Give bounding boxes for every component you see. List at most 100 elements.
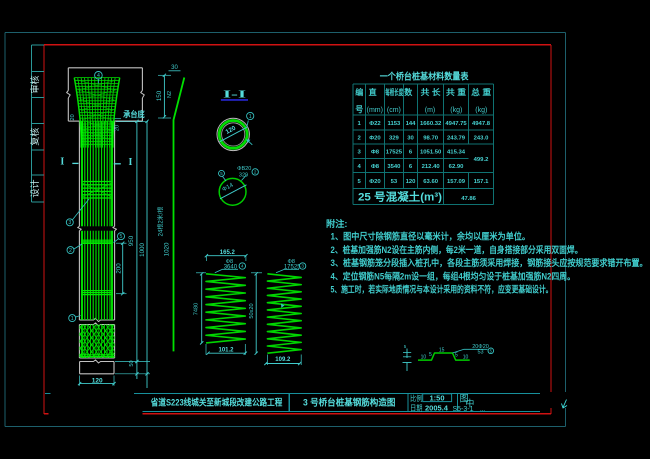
svg-text:6: 6 [409,164,413,170]
svg-text:5: 5 [120,234,123,240]
svg-text:Φ14: Φ14 [222,182,236,193]
svg-text:101.2: 101.2 [218,347,234,353]
svg-text:10: 10 [463,355,469,361]
svg-text:415.34: 415.34 [447,150,466,156]
svg-text:243.79: 243.79 [447,135,466,141]
svg-text:(cm): (cm) [387,107,401,114]
svg-text:1153: 1153 [388,121,402,127]
svg-text:329: 329 [239,173,248,179]
svg-text:7480: 7480 [194,303,200,315]
svg-text:30: 30 [171,65,178,71]
svg-text:2、桩基加强筋N2设在主筋内侧，每2米一道，自身搭接部分采用: 2、桩基加强筋N2设在主筋内侧，每2米一道，自身搭接部分采用双面焊。 [331,244,583,255]
svg-text:3540: 3540 [387,164,401,170]
svg-text:(kg): (kg) [450,107,462,114]
svg-text:S5-3-1: S5-3-1 [453,406,474,413]
svg-text:1000: 1000 [139,243,146,257]
svg-text:数: 数 [404,87,413,97]
svg-text:3: 3 [301,264,304,269]
svg-text:2: 2 [358,135,362,141]
svg-text:中: 中 [465,398,474,409]
svg-text:5: 5 [490,348,493,353]
svg-text:6: 6 [409,150,413,156]
svg-text:复核: 复核 [29,128,40,146]
svg-text:一个桥台桩基材料数量表: 一个桥台桩基材料数量表 [380,70,470,81]
svg-text:2: 2 [254,170,257,175]
svg-text:329: 329 [389,135,400,141]
svg-text:120: 120 [406,179,417,185]
svg-text:20: 20 [115,125,121,131]
svg-text:499.2: 499.2 [474,157,489,163]
svg-text:ΦB20: ΦB20 [237,166,251,172]
svg-text:2: 2 [69,248,72,254]
svg-text:5: 5 [455,353,458,359]
svg-text:212.40: 212.40 [422,164,441,170]
svg-text:157.1: 157.1 [474,179,489,185]
svg-text:...: ... [480,407,485,413]
svg-text:3 号桥台桩基钢筋构造图: 3 号桥台桩基钢筋构造图 [303,397,395,408]
svg-text:直: 直 [369,87,377,97]
svg-text:165.2: 165.2 [220,250,236,256]
svg-text:Φ20: Φ20 [369,179,381,185]
svg-text:Φ8: Φ8 [371,150,380,156]
svg-text:17525: 17525 [386,150,403,156]
svg-text:4: 4 [241,264,244,269]
svg-text:4: 4 [97,73,100,79]
svg-text:50x20: 50x20 [249,303,255,318]
svg-text:63.60: 63.60 [423,179,438,185]
svg-text:I: I [128,157,132,168]
svg-text:2005.4: 2005.4 [425,403,449,412]
svg-text:3: 3 [358,150,362,156]
svg-text:120: 120 [92,377,103,384]
svg-text:5: 5 [429,352,432,358]
svg-text:1660.32: 1660.32 [420,121,442,127]
svg-text:24根2米/根: 24根2米/根 [157,207,165,237]
svg-text:10: 10 [421,354,427,360]
svg-text:I-I: I-I [223,89,246,100]
svg-text:1: 1 [249,114,252,120]
svg-text:4: 4 [358,164,362,170]
svg-text:20: 20 [70,114,76,120]
svg-text:4947.8: 4947.8 [472,121,491,127]
svg-text:承台底: 承台底 [123,109,145,119]
svg-text:1:50: 1:50 [429,394,444,403]
svg-text:1: 1 [71,316,74,322]
svg-text:5: 5 [358,179,362,185]
svg-text:日期: 日期 [410,404,423,413]
svg-text:3、桩基钢筋笼分段插入桩孔中，各段主筋须采用焊接，钢筋接头应: 3、桩基钢筋笼分段插入桩孔中，各段主筋须采用焊接，钢筋接头应按规范要求错开布置。 [331,257,648,268]
svg-text:(kg): (kg) [475,107,487,114]
svg-text:17525: 17525 [284,265,301,271]
svg-text:(m): (m) [425,107,436,114]
svg-text:图: 图 [460,394,469,404]
svg-text:审核: 审核 [29,75,40,93]
svg-text:1051.50: 1051.50 [420,150,442,156]
svg-text:109.2: 109.2 [275,357,291,363]
svg-text:总 重: 总 重 [471,87,491,97]
svg-text:1: 1 [358,121,362,127]
svg-text:5: 5 [220,171,223,176]
svg-text:号: 号 [355,105,363,114]
svg-text:950: 950 [128,235,135,246]
svg-text:编: 编 [355,87,363,97]
svg-text:每根长度: 每根长度 [385,87,404,97]
svg-text:I: I [60,157,64,168]
svg-text:5、施工时，若实际地质情况与本设计采用的资料不符，应变更基础: 5、施工时，若实际地质情况与本设计采用的资料不符，应变更基础设计。 [331,283,553,294]
svg-text:Φ8: Φ8 [371,164,380,170]
svg-text:共 长: 共 长 [421,87,442,97]
svg-text:1020: 1020 [163,242,170,256]
svg-text:4、定位钢筋N5每隔2m设一组，每组4根均匀设于桩基加强筋N: 4、定位钢筋N5每隔2m设一组，每组4根均匀设于桩基加强筋N2四周。 [331,270,576,281]
svg-text:Φ8: Φ8 [287,259,294,265]
svg-text:98.70: 98.70 [423,135,438,141]
svg-text:3640: 3640 [224,265,238,271]
svg-text:30: 30 [407,135,414,141]
svg-text:120: 120 [225,125,238,136]
svg-text:共 重: 共 重 [446,87,466,97]
svg-text:53: 53 [391,179,398,185]
svg-text:设计: 设计 [29,179,40,197]
svg-text:4947.75: 4947.75 [445,121,467,127]
svg-text:25 号混凝土(m³): 25 号混凝土(m³) [358,190,442,204]
svg-text:Φ8: Φ8 [226,259,233,265]
svg-text:157.09: 157.09 [447,179,466,185]
svg-text:比例: 比例 [410,393,423,403]
svg-text:20Φ20: 20Φ20 [472,344,489,350]
svg-text:50: 50 [129,360,135,366]
